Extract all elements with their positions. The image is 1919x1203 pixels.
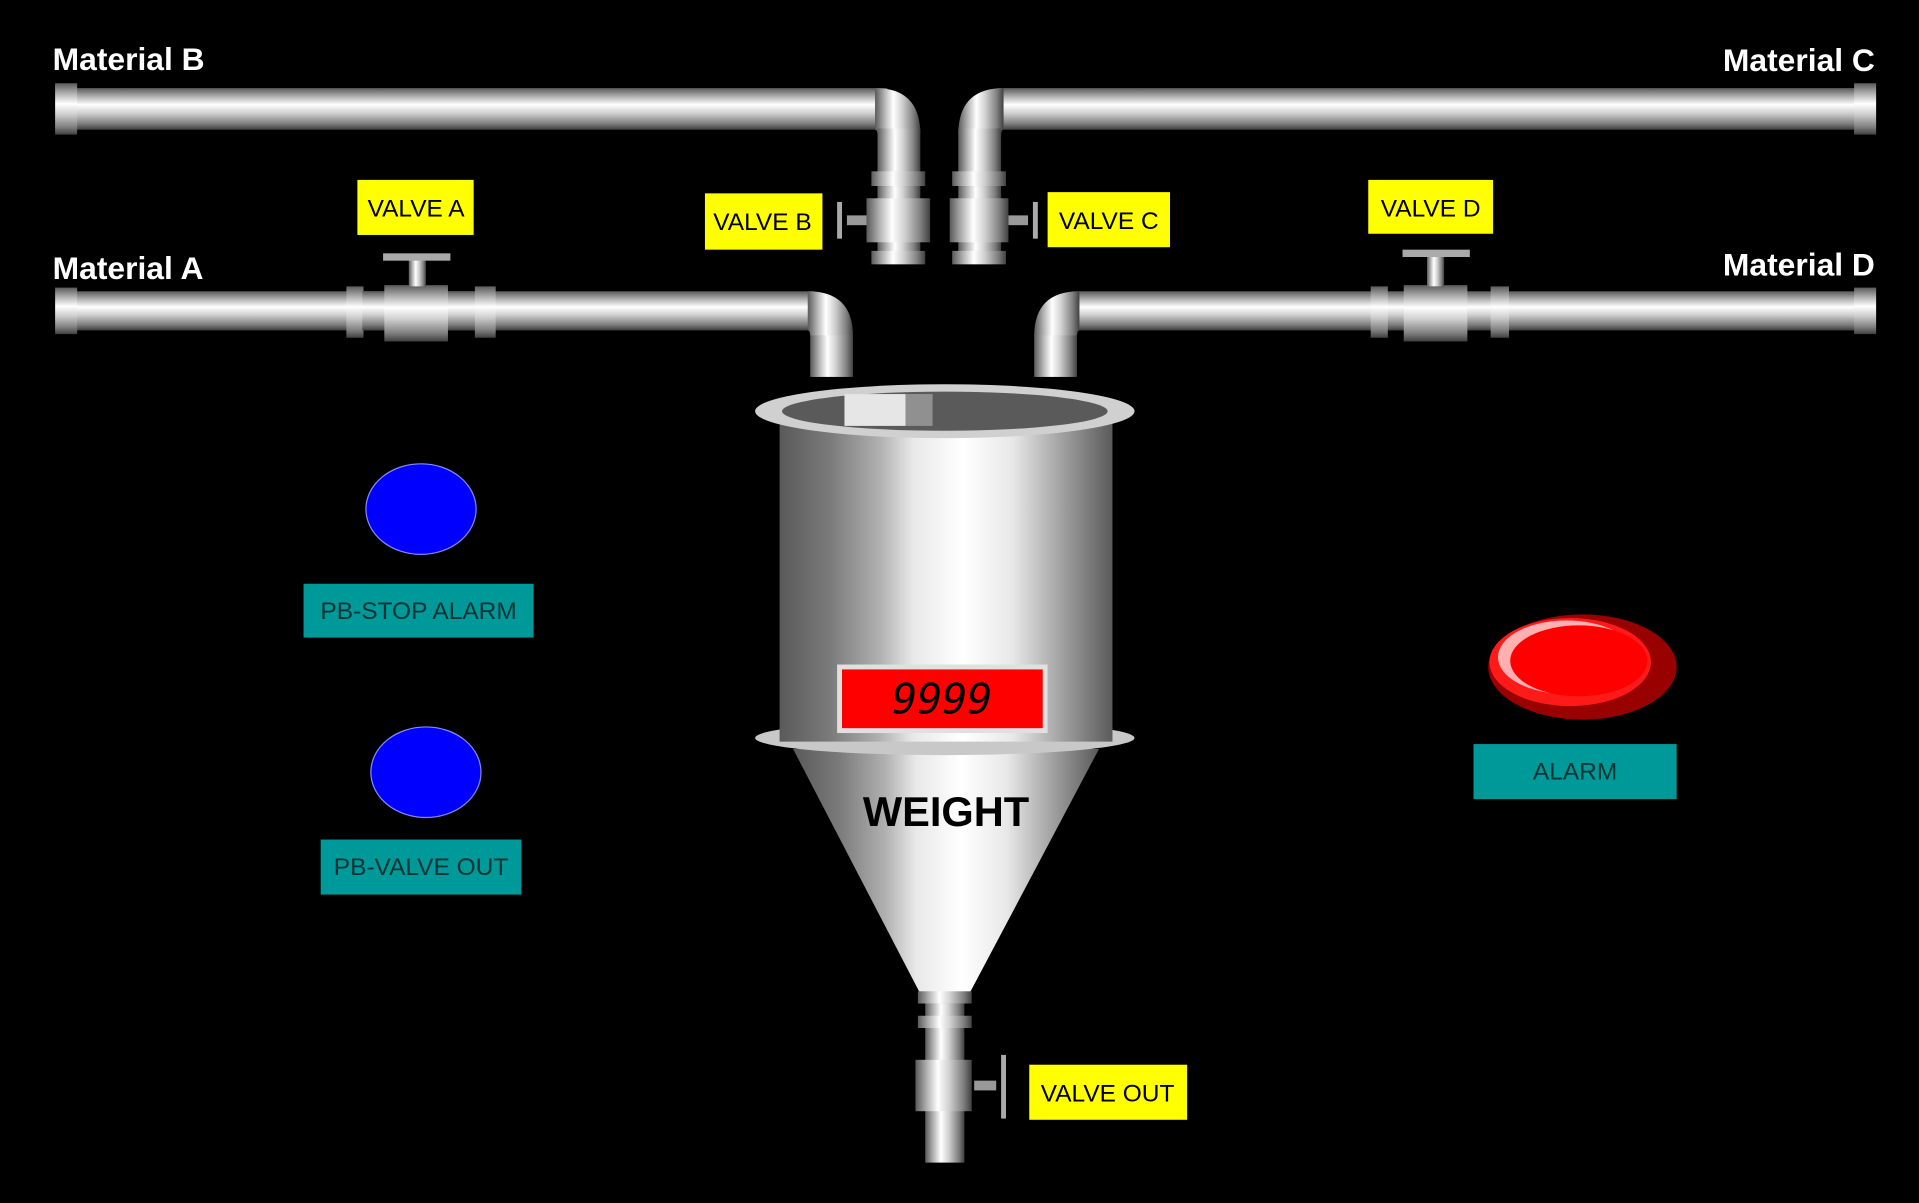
weight-label: WEIGHT <box>863 788 1029 835</box>
pipe-material-b <box>55 83 921 178</box>
pipe-material-a <box>55 287 854 377</box>
valve-b-text: VALVE B <box>713 209 811 236</box>
valve-d-text: VALVE D <box>1381 196 1481 223</box>
valve-a[interactable] <box>346 253 496 342</box>
valve-b-label: VALVE B <box>704 193 823 250</box>
valve-a-label: VALVE A <box>357 179 474 235</box>
valve-d-label: VALVE D <box>1368 179 1494 234</box>
valve-out[interactable] <box>915 991 1007 1163</box>
pipe-material-c <box>958 83 1877 178</box>
pb-valve-out-label[interactable]: PB-VALVE OUT <box>320 839 522 895</box>
alarm-label: ALARM <box>1473 744 1677 800</box>
weight-value: 9999 <box>892 674 992 723</box>
pb-valve-out-button[interactable] <box>370 726 482 819</box>
valve-b[interactable] <box>837 171 931 265</box>
weight-display: 9999 <box>837 664 1048 734</box>
valve-out-label: VALVE OUT <box>1029 1064 1188 1120</box>
valve-out-text: VALVE OUT <box>1041 1080 1175 1107</box>
alarm-text: ALARM <box>1533 759 1617 786</box>
pb-stop-alarm-text: PB-STOP ALARM <box>320 598 516 625</box>
material-a-label: Material A <box>53 250 204 286</box>
valve-c-text: VALVE C <box>1059 208 1159 235</box>
pb-stop-alarm-button[interactable] <box>365 463 477 555</box>
material-d-label: Material D <box>1723 246 1875 282</box>
pb-valve-out-text: PB-VALVE OUT <box>334 854 509 881</box>
material-c-label: Material C <box>1723 42 1875 78</box>
material-b-label: Material B <box>53 41 205 77</box>
alarm-light <box>1488 614 1677 720</box>
valve-d[interactable] <box>1370 249 1509 342</box>
valve-a-text: VALVE A <box>368 196 466 223</box>
valve-c[interactable] <box>949 171 1038 265</box>
valve-c-label: VALVE C <box>1047 192 1170 248</box>
pb-stop-alarm-label[interactable]: PB-STOP ALARM <box>303 583 534 638</box>
pipe-material-d <box>1034 287 1877 377</box>
